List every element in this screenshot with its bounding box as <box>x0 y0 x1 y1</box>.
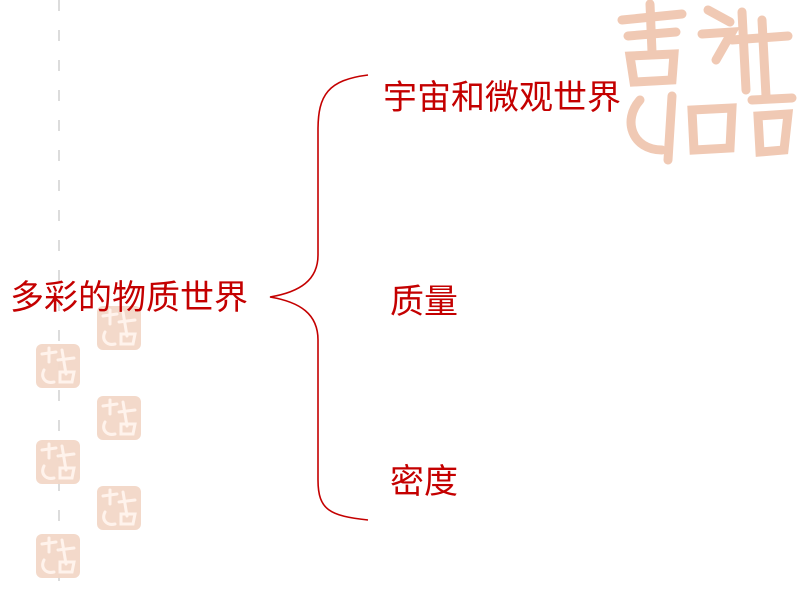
auspicious-seal-icon <box>617 0 797 165</box>
child-topic-mass: 质量 <box>390 282 458 322</box>
auspicious-seal-icon <box>97 486 141 530</box>
auspicious-seal-icon <box>36 344 80 388</box>
auspicious-seal-icon <box>97 396 141 440</box>
auspicious-seal-icon <box>97 306 141 350</box>
child-topic-universe: 宇宙和微观世界 <box>383 78 621 118</box>
auspicious-seal-icon <box>36 534 80 578</box>
child-topic-density: 密度 <box>390 462 458 502</box>
auspicious-seal-icon <box>36 440 80 484</box>
root-topic: 多彩的物质世界 <box>10 278 248 318</box>
